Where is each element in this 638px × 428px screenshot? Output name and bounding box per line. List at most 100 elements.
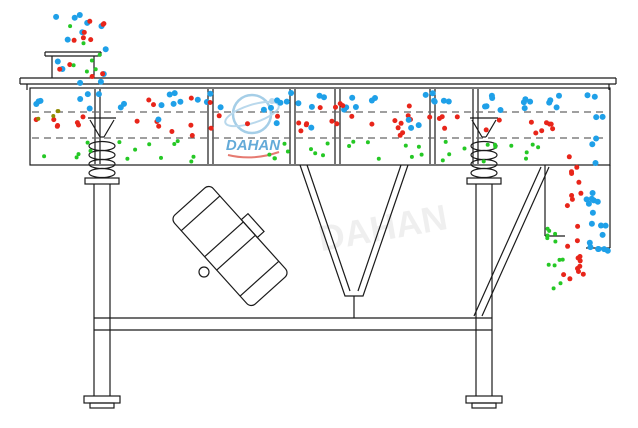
top-deck-stray-red-particle (188, 95, 194, 101)
discharge-red-particle (578, 190, 584, 196)
mid-deck-red-particle (245, 121, 250, 127)
discharge-green-particle (545, 226, 550, 231)
top-deck-oversize-blue-particle (482, 103, 488, 110)
screen-box-body (29, 87, 611, 166)
screen-box (29, 87, 611, 166)
bottom-deck-green-particle (175, 139, 180, 144)
mid-deck-red-particle (76, 122, 81, 128)
mid-deck-red-particle (454, 114, 460, 120)
feed-stream-red-particle (81, 29, 87, 35)
feed-stream-green-particle (84, 69, 89, 74)
bottom-deck-green-particle (440, 158, 445, 163)
discharge-red-particle (574, 164, 580, 170)
top-deck-stray-red-particle (207, 100, 213, 105)
top-deck-oversize-blue-particle (316, 92, 323, 99)
feed-stream-blue-particle (53, 13, 60, 20)
top-deck-oversize-blue-particle (288, 90, 295, 96)
mid-deck-red-particle (169, 129, 175, 134)
top-deck-oversize-blue-particle (445, 98, 452, 105)
top-deck-oversize-blue-particle (207, 90, 214, 97)
bottom-deck-green-particle (74, 155, 79, 160)
mid-deck-red-particle (349, 113, 355, 119)
feed-stream-red-particle (87, 18, 93, 24)
bin-dust-olive-particle (51, 114, 56, 118)
top-deck-oversize-blue-particle (283, 98, 290, 105)
discharge-green-particle (553, 239, 558, 244)
top-deck-oversize-blue-particle (177, 98, 184, 105)
mid-deck-red-particle (395, 125, 401, 131)
mid-deck-red-particle (483, 127, 489, 133)
feed-stream-green-particle (97, 52, 102, 57)
top-deck-oversize-blue-particle (368, 97, 375, 104)
feed-stream-red-particle (57, 66, 63, 72)
bottom-deck-green-particle (419, 152, 424, 157)
discharge-green-particle (558, 281, 563, 286)
bottom-deck-green-particle (325, 141, 330, 146)
mid-deck-stray-blue-particle (408, 124, 415, 131)
bottom-deck-green-particle (493, 144, 498, 149)
top-deck-oversize-blue-particle (440, 97, 447, 104)
bin-dust-olive-particle (56, 109, 61, 114)
bottom-deck-green-particle (509, 143, 514, 148)
discharge-blue-particle (589, 141, 596, 148)
top-deck-stray-red-particle (333, 104, 338, 110)
bottom-deck-green-particle (321, 153, 325, 158)
mid-deck-red-particle (134, 118, 140, 124)
top-deck-stray-red-particle (146, 97, 152, 103)
top-deck-oversize-blue-particle (422, 91, 429, 98)
bottom-deck-green-particle (447, 152, 452, 157)
discharge-blue-particle (592, 160, 599, 166)
top-deck-oversize-blue-particle (274, 97, 281, 104)
mid-deck-stray-blue-particle (415, 122, 422, 129)
discharge-red-particle (569, 193, 575, 198)
discharge-blue-pile-particle (599, 231, 606, 238)
discharge-blue-pile-particle (604, 247, 611, 254)
mid-deck-red-particle (188, 122, 194, 128)
material-particles (33, 12, 611, 291)
discharge-red-pile-particle (561, 272, 567, 278)
screen-decks (32, 111, 608, 139)
discharge-blue-pile-particle (586, 239, 593, 246)
top-deck-oversize-blue-particle (95, 91, 102, 98)
bottom-deck-green-particle (376, 156, 381, 161)
bottom-deck-green-particle (272, 156, 277, 161)
top-deck-oversize-blue-particle (527, 98, 534, 105)
top-deck-oversize-blue-particle (158, 102, 165, 109)
bottom-deck-green-particle (267, 152, 272, 157)
motor-mount-bracket (299, 164, 409, 318)
top-deck-oversize-blue-particle (121, 100, 127, 107)
feed-stream-red-particle (67, 62, 73, 68)
top-deck-oversize-blue-particle (321, 94, 327, 101)
top-deck-oversize-blue-particle (84, 91, 91, 98)
bottom-deck-green-particle (443, 139, 448, 144)
bottom-deck-green-particle (117, 140, 122, 145)
top-deck-stray-red-particle (151, 102, 156, 108)
feed-stream-blue-particle (64, 36, 71, 43)
discharge-red-particle (577, 254, 583, 259)
top-deck-oversize-blue-particle (86, 105, 93, 112)
mid-deck-red-particle (496, 117, 502, 123)
discharge-red-pile-particle (580, 271, 586, 277)
logo-orbit-dot (269, 98, 275, 104)
feed-stream-red-particle (89, 74, 95, 79)
bottom-deck-green-particle (409, 154, 414, 159)
support-frame (83, 184, 503, 409)
feed-stream-red-particle (88, 37, 94, 43)
bottom-deck-green-particle (159, 155, 163, 160)
brand-underline (227, 151, 280, 159)
bottom-deck-green-particle (347, 144, 352, 148)
mid-deck-red-particle (298, 128, 304, 134)
top-deck-oversize-blue-particle (520, 99, 527, 106)
discharge-red-particle (566, 154, 572, 160)
mid-deck-red-particle (427, 114, 433, 120)
feed-stream-blue-particle (76, 12, 83, 18)
discharge-green-particle (553, 231, 558, 236)
discharge-blue-particle (593, 135, 600, 142)
support-spring-left (84, 117, 120, 185)
mid-deck-red-particle (208, 125, 214, 131)
machine-structure (19, 51, 617, 409)
bottom-deck-green-particle (172, 142, 177, 146)
bottom-deck-green-particle (133, 147, 138, 152)
